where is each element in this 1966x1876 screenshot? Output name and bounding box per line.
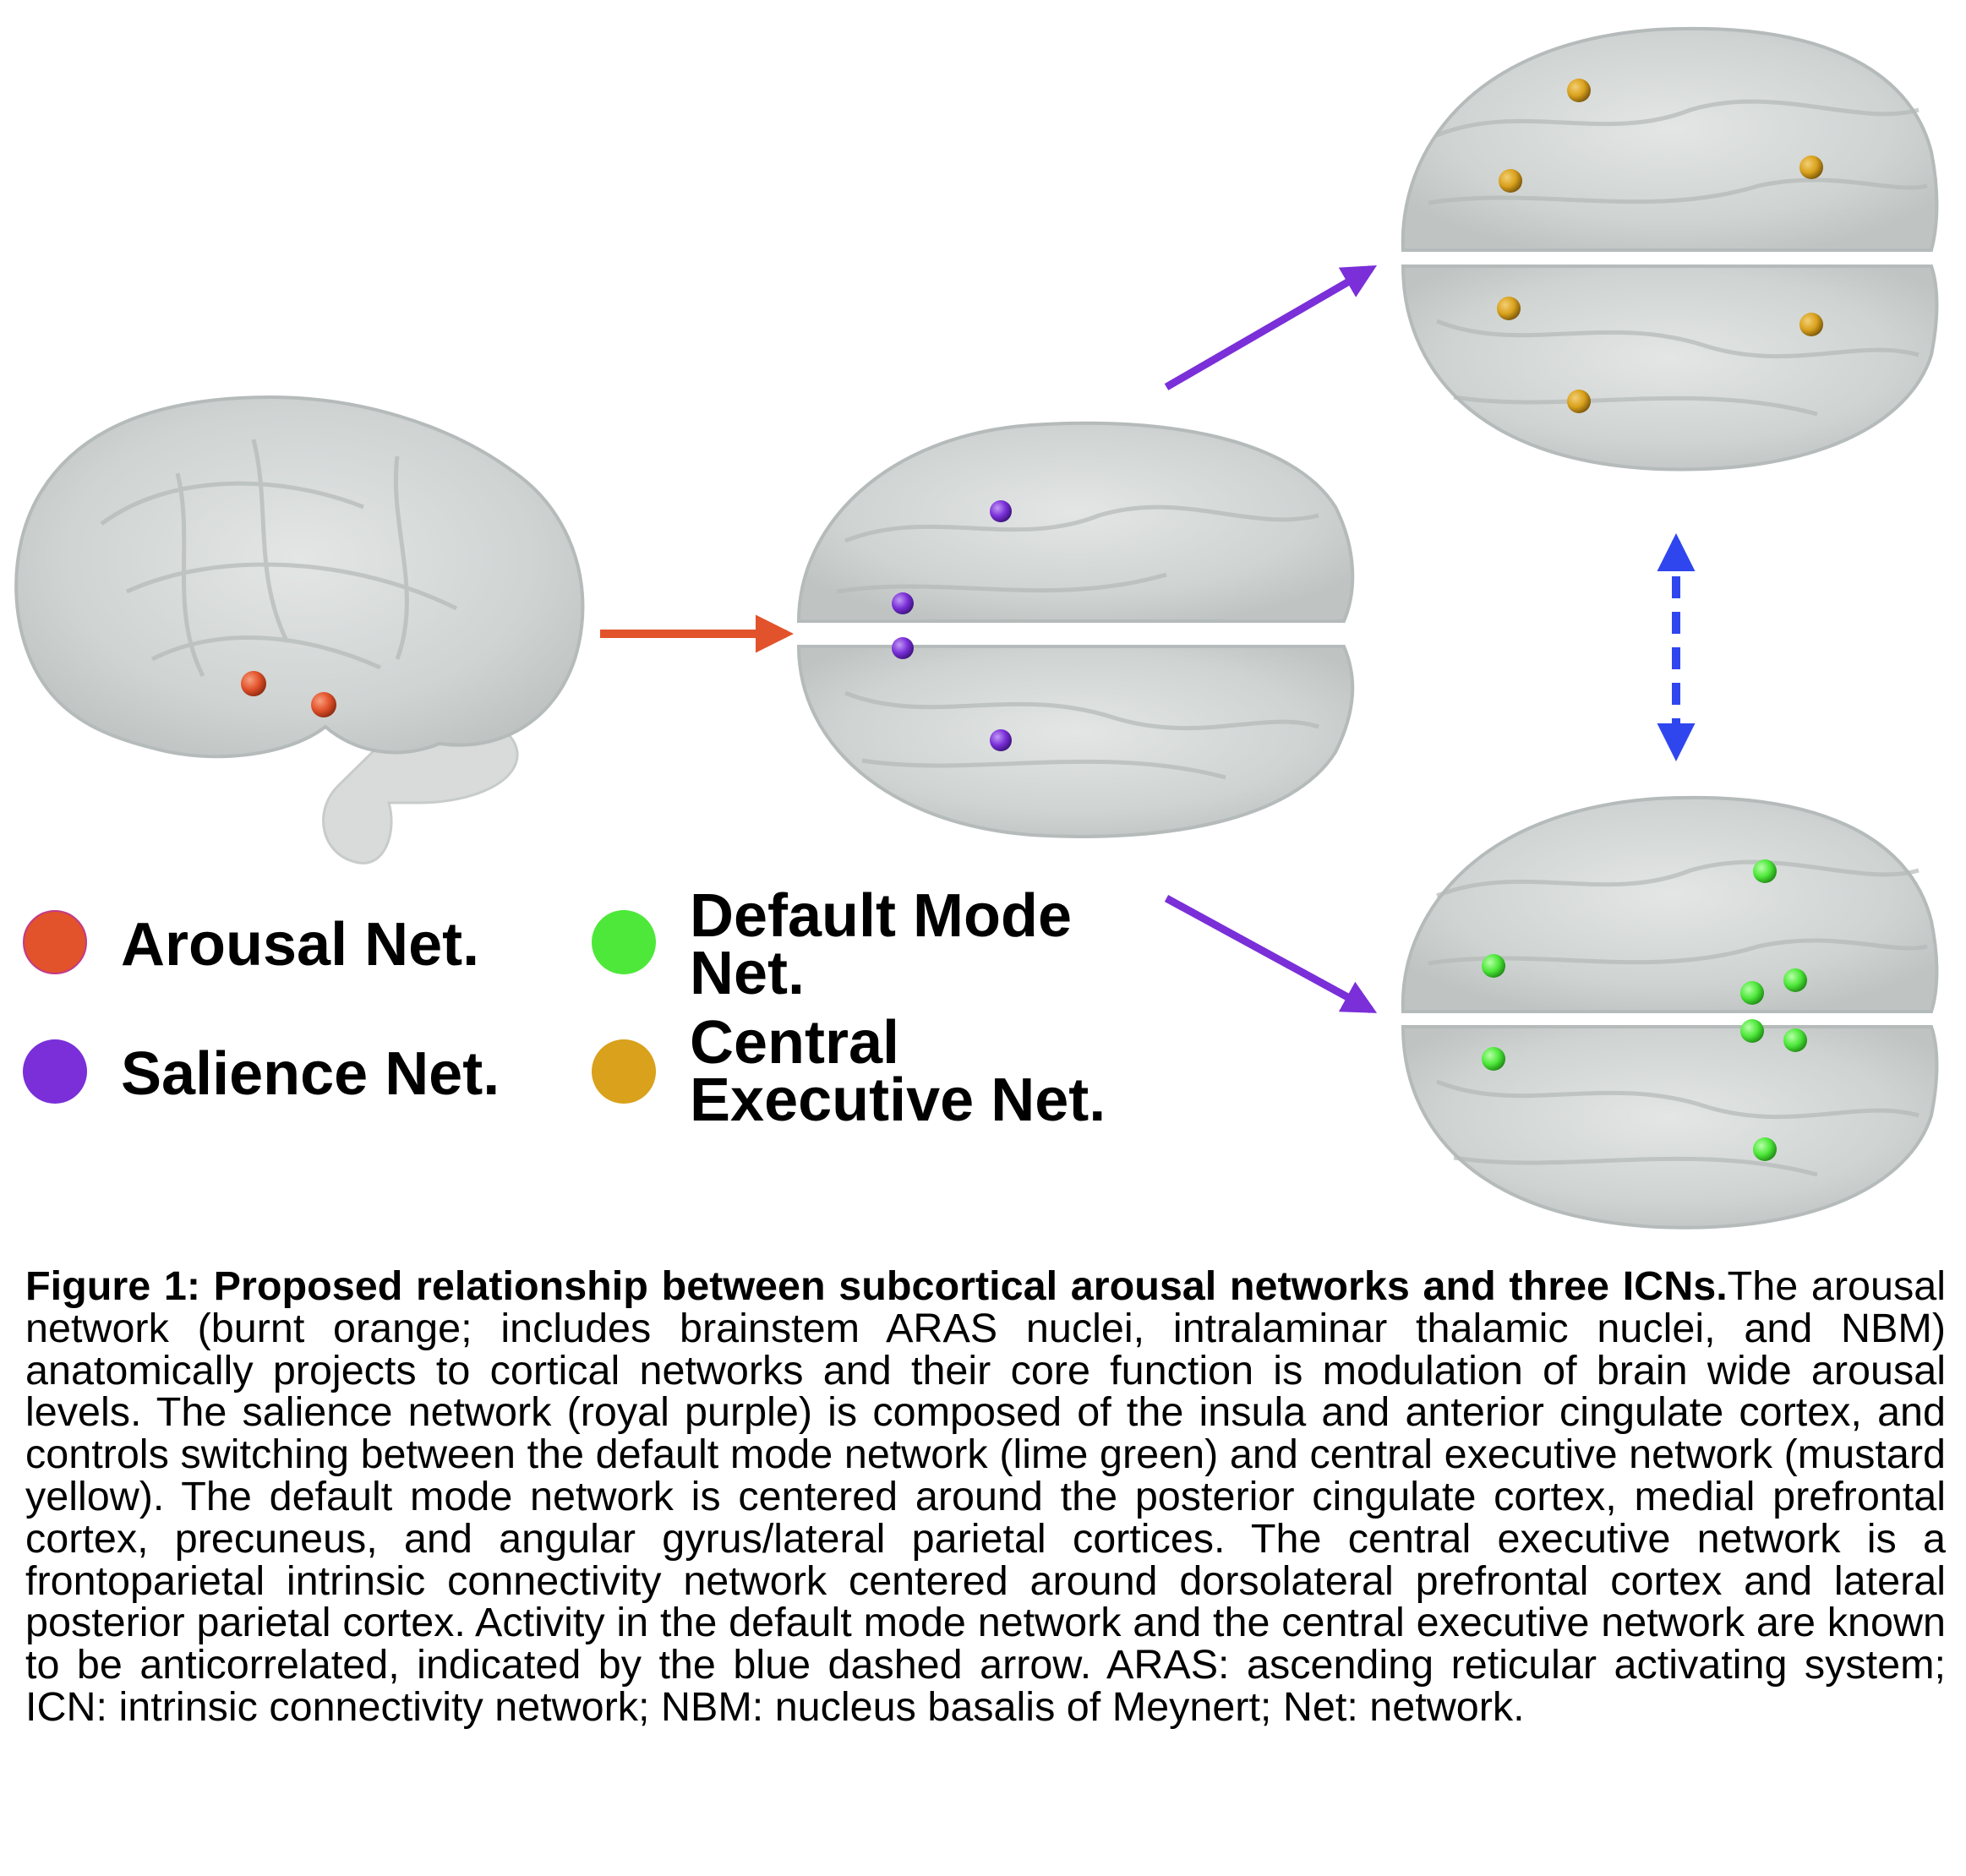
caption-body: The arousal network (burnt orange; inclu… <box>25 1263 1946 1730</box>
salience-to-central-executive-arrow <box>1164 264 1378 390</box>
legend-swatch-central-executive <box>592 1039 656 1104</box>
default-mode-node <box>1740 981 1764 1005</box>
salience-node <box>990 729 1012 751</box>
legend-label-central-executive-line2: Executive Net. <box>690 1066 1106 1134</box>
legend-label-default-mode: Default Mode Net. <box>690 882 1073 1007</box>
default-mode-node <box>1783 1028 1807 1052</box>
central-executive-node <box>1799 313 1823 336</box>
legend-swatch-salience <box>23 1039 87 1104</box>
central-executive-node <box>1567 390 1591 413</box>
brain-axial-view-default-mode <box>1401 795 1939 1230</box>
default-mode-node <box>1753 1137 1777 1161</box>
default-mode-node <box>1482 954 1505 978</box>
central-executive-node <box>1497 297 1521 320</box>
legend-swatch-default-mode <box>592 910 656 974</box>
central-executive-node <box>1499 169 1522 193</box>
arousal-node <box>311 692 336 717</box>
salience-node <box>892 592 914 614</box>
legend-label-salience: Salience Net. <box>121 1040 500 1108</box>
legend-label-central-executive-line1: Central <box>690 1009 900 1077</box>
brain-axial-view-salience <box>796 421 1355 838</box>
default-mode-node <box>1740 1019 1764 1043</box>
central-executive-node <box>1799 155 1823 179</box>
brain-sagittal-view <box>14 395 585 864</box>
legend-label-central-executive: Central Executive Net. <box>690 1009 1106 1134</box>
legend-label-default-mode-line2: Net. <box>690 940 806 1007</box>
default-mode-node <box>1482 1047 1505 1071</box>
arousal-node <box>241 671 266 696</box>
default-mode-node <box>1783 968 1807 992</box>
salience-node <box>892 637 914 659</box>
figure-caption: Figure 1: Proposed relationship between … <box>25 1263 1946 1730</box>
legend-swatch-arousal <box>23 910 87 974</box>
salience-to-default-mode-arrow <box>1164 895 1378 1013</box>
legend-label-arousal: Arousal Net. <box>121 911 480 979</box>
default-mode-node <box>1753 859 1777 883</box>
legend-label-default-mode-line1: Default Mode <box>690 882 1073 950</box>
caption-title: Figure 1: Proposed relationship between … <box>25 1263 1728 1309</box>
salience-node <box>990 500 1012 522</box>
brain-axial-view-central-executive <box>1401 26 1939 472</box>
central-executive-node <box>1567 79 1591 102</box>
network-diagram <box>14 26 1939 1230</box>
